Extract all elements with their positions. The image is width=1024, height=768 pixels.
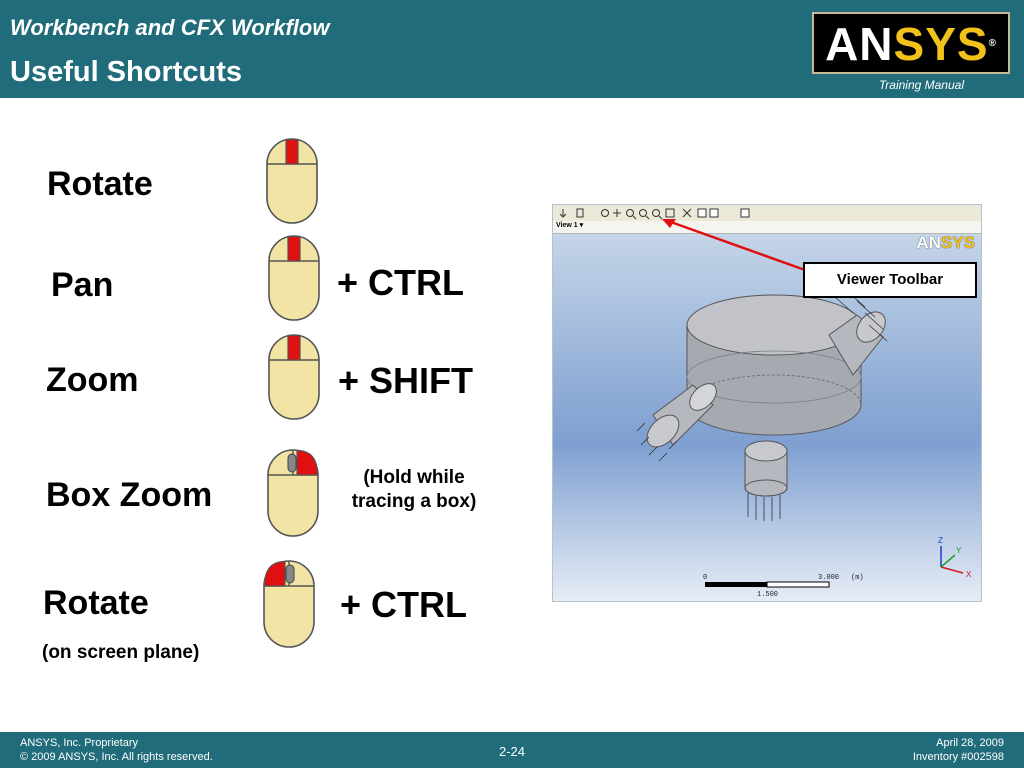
svg-text:0: 0 (703, 574, 707, 582)
ansys-logo: ANSYS® (812, 12, 1010, 74)
svg-text:1.500: 1.500 (757, 591, 778, 599)
shortcut-action-rotate-screen-plane: Rotate (43, 584, 149, 622)
footer-date: April 28, 2009 (936, 737, 1004, 749)
page-number: 2-24 (498, 744, 526, 759)
footer-bar: ANSYS, Inc. Proprietary © 2009 ANSYS, In… (0, 732, 1024, 768)
training-manual-label: Training Manual (878, 78, 964, 92)
pipe-junction-geometry: 0 3.000 (m) 1.500 Z X Y (636, 290, 972, 599)
shortcut-modifier-ctrl: + CTRL (337, 262, 465, 303)
shortcut-modifier-ctrl-rotate: + CTRL (340, 584, 468, 625)
svg-text:3.000: 3.000 (818, 574, 839, 582)
shortcut-action-pan: Pan (51, 266, 114, 304)
footer-proprietary: ANSYS, Inc. Proprietary (20, 737, 138, 749)
mouse-left-button-icon (263, 560, 315, 648)
mouse-middle-button-icon (268, 334, 320, 420)
svg-text:Y: Y (956, 546, 962, 555)
svg-text:Z: Z (938, 536, 943, 545)
document-title: Workbench and CFX Workflow (10, 15, 330, 40)
shortcut-action-box-zoom: Box Zoom (46, 476, 213, 514)
toolbar-icons (559, 208, 750, 220)
header-bar: Workbench and CFX Workflow Useful Shortc… (0, 0, 1024, 98)
shortcut-modifier-hold: (Hold while tracing a box) (351, 467, 477, 512)
mouse-middle-button-icon (266, 138, 318, 224)
mouse-middle-button-icon (268, 235, 320, 321)
footer-inventory: Inventory #002598 (912, 751, 1004, 763)
svg-text:X: X (966, 570, 972, 579)
slide-title: Useful Shortcuts (10, 56, 243, 88)
shortcut-action-rotate: Rotate (47, 165, 153, 203)
shortcut-note-screen-plane: (on screen plane) (42, 642, 200, 663)
viewer-ansys-logo: ANSYS (916, 233, 975, 252)
shortcut-action-zoom: Zoom (46, 361, 139, 399)
viewer-toolbar-callout: Viewer Toolbar (803, 262, 977, 298)
footer-copyright: © 2009 ANSYS, Inc. All rights reserved. (20, 751, 213, 763)
svg-text:(m): (m) (851, 574, 864, 582)
mouse-right-button-icon (267, 449, 319, 537)
axis-triad-icon: Z X Y (938, 536, 972, 579)
shortcut-modifier-shift: + SHIFT (338, 360, 474, 401)
